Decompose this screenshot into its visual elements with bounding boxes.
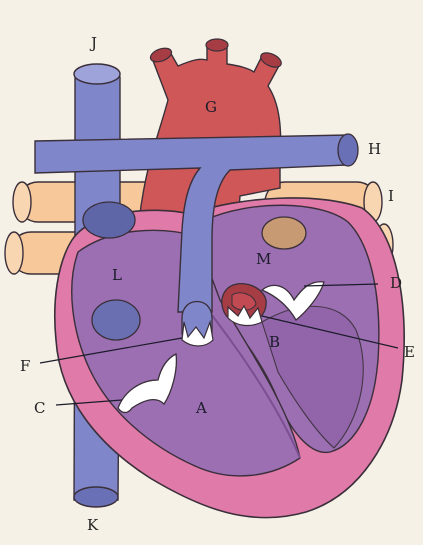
label-a: A bbox=[195, 399, 207, 417]
label-g: G bbox=[205, 98, 217, 116]
label-c: C bbox=[34, 399, 45, 417]
label-f: F bbox=[20, 357, 30, 375]
label-e: E bbox=[404, 343, 415, 361]
label-m: M bbox=[256, 250, 271, 268]
label-j: J bbox=[89, 34, 97, 52]
label-h: H bbox=[368, 140, 381, 158]
label-i: I bbox=[388, 187, 394, 205]
label-l: L bbox=[112, 266, 122, 284]
label-k: K bbox=[87, 516, 99, 534]
label-d: D bbox=[390, 274, 402, 292]
label-b: B bbox=[269, 333, 280, 351]
